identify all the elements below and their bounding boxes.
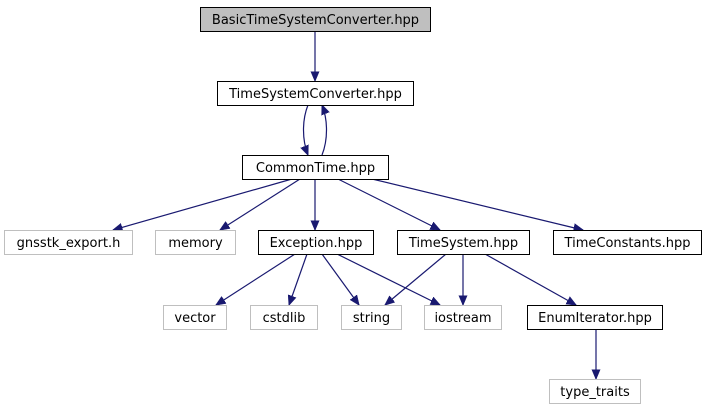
node-label-exception: Exception.hpp [270,236,363,251]
node-box-tsc [217,81,414,106]
node-label-ts: TimeSystem.hpp [408,236,518,251]
node-label-ct: CommonTime.hpp [256,161,375,176]
node-label-vector: vector [174,311,216,326]
node-box-string [341,305,402,330]
edge-tsc-to-ct [304,104,309,155]
node-label-tc: TimeConstants.hpp [564,236,691,251]
node-iostream: iostream [424,305,502,330]
node-cstdlib: cstdlib [250,305,318,330]
node-label-cstdlib: cstdlib [263,311,306,326]
nodes: BasicTimeSystemConverter.hppTimeSystemCo… [4,7,702,404]
node-box-memory [155,230,236,255]
node-box-ts [397,230,530,255]
node-label-memory: memory [168,236,223,251]
node-label-string: string [353,311,390,326]
node-memory: memory [155,230,236,255]
node-box-tc [553,230,702,255]
edges [113,31,596,379]
edge-ts-to-string [385,253,447,305]
edge-exception-to-string [321,253,359,305]
node-box-exception [258,230,374,255]
node-basic[interactable]: BasicTimeSystemConverter.hpp [200,7,431,32]
node-box-enumit [527,305,663,330]
edge-ts-to-enumit [484,253,576,305]
node-typetraits: type_traits [549,379,641,404]
node-label-enumit: EnumIterator.hpp [538,311,652,326]
node-label-iostream: iostream [434,311,491,326]
node-box-ct [242,155,389,180]
edge-exception-to-vector [216,253,296,305]
node-vector: vector [163,305,227,330]
node-box-basic [200,7,431,32]
node-box-gnsstk [4,230,133,255]
node-enumit[interactable]: EnumIterator.hpp [527,305,663,330]
node-exception[interactable]: Exception.hpp [258,230,374,255]
node-box-vector [163,305,227,330]
edge-ct-to-memory [220,178,301,230]
node-ct[interactable]: CommonTime.hpp [242,155,389,180]
edge-ct-to-gnsstk [113,178,293,230]
edge-exception-to-iostream [336,253,440,306]
node-tc[interactable]: TimeConstants.hpp [553,230,702,255]
edge-ct-to-tsc [322,105,327,156]
node-label-typetraits: type_traits [560,385,630,400]
node-gnsstk: gnsstk_export.h [4,230,133,255]
node-box-cstdlib [250,305,318,330]
node-ts[interactable]: TimeSystem.hpp [397,230,530,255]
node-box-typetraits [549,379,641,404]
edge-ct-to-tc [371,178,583,230]
edge-exception-to-cstdlib [289,253,308,305]
node-box-iostream [424,305,502,330]
node-tsc[interactable]: TimeSystemConverter.hpp [217,81,414,106]
edge-ct-to-ts [337,178,440,231]
node-string: string [341,305,402,330]
node-label-gnsstk: gnsstk_export.h [17,236,121,251]
node-label-tsc: TimeSystemConverter.hpp [228,87,402,102]
node-label-basic: BasicTimeSystemConverter.hpp [212,13,419,28]
